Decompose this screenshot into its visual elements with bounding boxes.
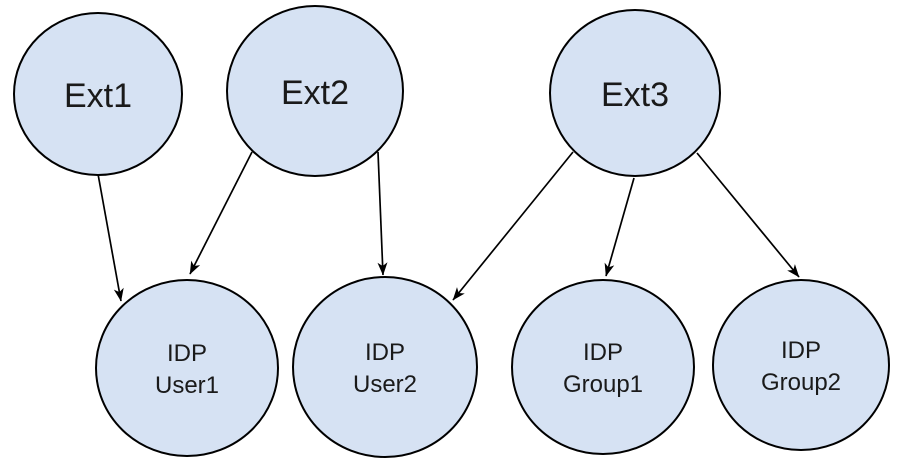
arrow-ext2-to-idp-user2 [377, 151, 388, 276]
node-label-ext3: Ext3 [601, 76, 669, 114]
node-label-idp-user1: IDP User1 [155, 340, 219, 399]
node-label-line: Ext1 [64, 77, 132, 115]
node-label-line: Ext2 [281, 74, 349, 112]
edges-layer [97, 151, 800, 302]
node-label-line: User2 [353, 371, 417, 398]
node-label-line: Group2 [761, 369, 841, 396]
node-circle-idp-group1 [511, 279, 695, 455]
node-label-line: IDP [167, 340, 207, 367]
node-circle-idp-user1 [95, 279, 279, 457]
node-ext1: Ext1 [13, 12, 183, 176]
node-circle-ext3 [549, 9, 721, 177]
node-circle-ext2 [226, 5, 404, 177]
node-label-line: Ext3 [601, 76, 669, 114]
node-idp-user2: IDP User2 [292, 276, 478, 458]
node-label-line: IDP [365, 339, 405, 366]
node-label-line: IDP [781, 337, 821, 364]
node-label-idp-group1: IDP Group1 [563, 339, 643, 398]
node-circle-idp-group2 [712, 279, 890, 451]
arrow-ext3-to-idp-user2 [452, 151, 574, 301]
node-ext2: Ext2 [226, 5, 404, 177]
node-idp-group1: IDP Group1 [511, 279, 695, 455]
node-label-ext2: Ext2 [281, 74, 349, 112]
node-ext3: Ext3 [549, 9, 721, 177]
node-idp-group2: IDP Group2 [712, 279, 890, 451]
node-idp-user1: IDP User1 [95, 279, 279, 457]
node-label-idp-group2: IDP Group2 [761, 337, 841, 396]
arrow-ext3-to-idp-group2 [696, 152, 800, 278]
arrow-ext3-to-idp-group1 [604, 177, 635, 277]
node-label-ext1: Ext1 [64, 77, 132, 115]
node-label-line: IDP [583, 339, 623, 366]
arrow-ext2-to-idp-user1 [189, 151, 253, 275]
arrow-ext1-to-idp-user1 [97, 173, 124, 302]
node-label-line: Group1 [563, 371, 643, 398]
node-label-idp-user2: IDP User2 [353, 339, 417, 398]
node-circle-ext1 [13, 12, 183, 176]
node-label-line: User1 [155, 372, 219, 399]
node-circle-idp-user2 [292, 276, 478, 458]
